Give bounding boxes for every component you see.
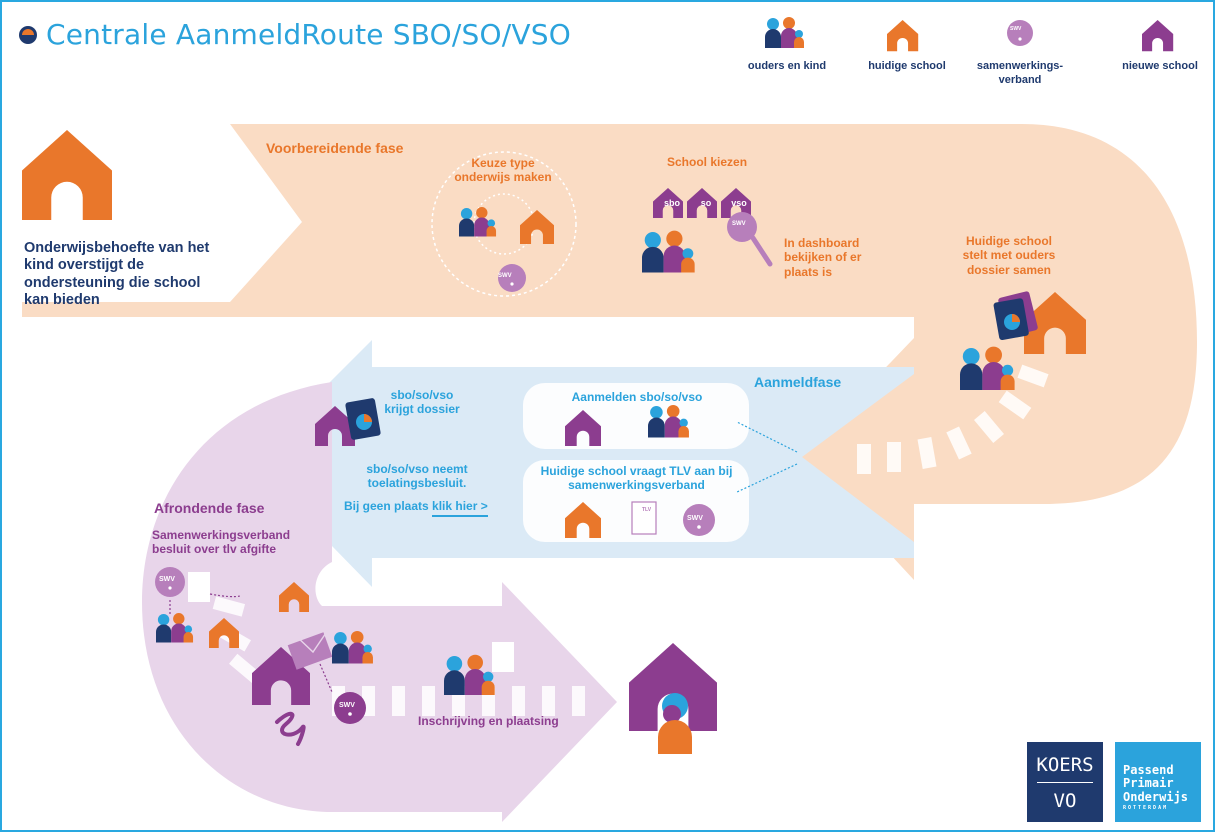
- ppo-line1: Passend: [1123, 763, 1174, 777]
- klik-hier-link[interactable]: klik hier >: [432, 499, 488, 517]
- koers-bottom: VO: [1053, 790, 1077, 812]
- so-label: so: [700, 198, 712, 208]
- step-school-kiezen: School kiezen: [667, 155, 748, 169]
- krijgt-book-icon: [345, 398, 381, 440]
- signature-icon: [275, 711, 306, 746]
- step-toelating[interactable]: sbo/so/vso neemt toelatingsbesluit.: [366, 462, 468, 491]
- koers-top: KOERS: [1036, 754, 1094, 776]
- tlv-swv-label: SWV: [687, 515, 703, 522]
- step-swv-besluit: Samenwerkingsverband besluit over tlv af…: [152, 528, 291, 557]
- afrond-swv-label: SWV: [159, 576, 175, 583]
- afrond-tlv-doc-icon: [188, 572, 210, 602]
- tlv-document-icon: [631, 501, 657, 535]
- intro-house-icon: [22, 130, 112, 220]
- step-aanmelden[interactable]: Aanmelden sbo/so/vso: [571, 390, 703, 404]
- legend-swv: samenwerkings- verband: [976, 60, 1064, 86]
- step-krijgt-dossier[interactable]: sbo/so/vso krijgt dossier: [384, 388, 460, 417]
- intro-text: Onderwijsbehoefte van het kind overstijg…: [24, 240, 210, 309]
- koers-vo-logo[interactable]: KOERS VO: [1027, 742, 1103, 822]
- phase-afrondend: Afrondende fase: [154, 500, 265, 516]
- ppo-logo[interactable]: Passend Primair Onderwijs ROTTERDAM: [1115, 742, 1201, 822]
- band-afrondend: [142, 382, 617, 822]
- afrond-swv2-label: SWV: [339, 702, 355, 709]
- afrond-swv-icon: [155, 567, 185, 597]
- ppo-line3: Onderwijs: [1123, 789, 1189, 804]
- legend-swv-icon: [1007, 20, 1033, 46]
- envelope-icon: [287, 623, 333, 670]
- step-dashboard: In dashboard bekijken of er plaats is: [784, 236, 862, 279]
- magnifier-icon: [727, 212, 773, 267]
- keuze-swv-label: SWV: [498, 273, 512, 279]
- final-child-icon: [658, 693, 692, 754]
- card-aanmelden: [523, 383, 749, 449]
- phase-aanmeld: Aanmeldfase: [754, 374, 842, 390]
- ppo-line2: Primair: [1123, 776, 1174, 791]
- afrond-swv2-icon: [334, 692, 366, 724]
- step-keuze: Keuze type onderwijs maken: [454, 156, 552, 185]
- phase-voorbereidend: Voorbereidende fase: [266, 140, 404, 156]
- legend-family-icon: [765, 17, 804, 48]
- geen-plaats: Bij geen plaats klik hier >: [344, 499, 488, 517]
- tlv-swv-icon: [683, 504, 715, 536]
- tlv-doc-label: TLV: [642, 507, 652, 513]
- inschrijving-doc-icon: [492, 642, 514, 672]
- geen-plaats-text: Bij geen plaats: [344, 499, 433, 513]
- legend-ouders: ouders en kind: [747, 60, 827, 72]
- sbo-label: sbo: [663, 198, 680, 208]
- legend-nieuwe: nieuwe school: [1122, 60, 1198, 72]
- step-tlv-aanvraag[interactable]: Huidige school vraagt TLV aan bij samenw…: [540, 464, 733, 493]
- legend-huidige: huidige school: [868, 60, 946, 72]
- vso-label: vso: [731, 198, 747, 208]
- keuze-cycle: [431, 151, 577, 297]
- legend-nieuwe-icon: [1142, 20, 1174, 52]
- magnifier-swv-label: SWV: [732, 221, 746, 227]
- legend-huidige-icon: [887, 20, 919, 52]
- keuze-swv-icon: [498, 264, 526, 292]
- step-dossier-samen: Huidige school stelt met ouders dossier …: [962, 234, 1056, 277]
- page-title: Centrale AanmeldRoute SBO/SO/VSO: [46, 18, 571, 51]
- dossier-book-icon: [993, 291, 1038, 340]
- step-inschrijving: Inschrijving en plaatsing: [418, 714, 559, 728]
- ppo-line4: ROTTERDAM: [1123, 805, 1169, 812]
- legend-swv-label: SWV: [1010, 26, 1022, 32]
